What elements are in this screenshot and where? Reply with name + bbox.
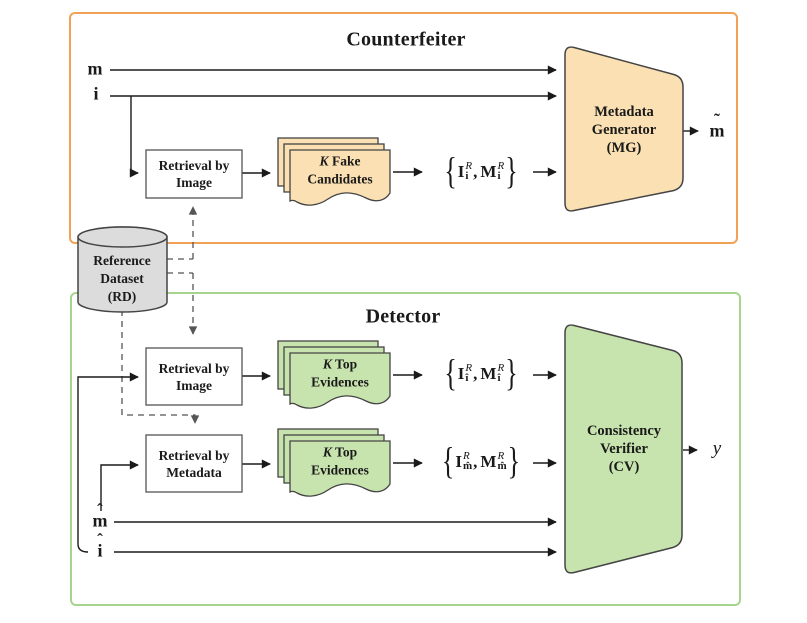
reference-dataset-label: Reference Dataset (RD)	[93, 252, 150, 306]
sheet-front	[289, 440, 391, 497]
i-hat-branch-line	[77, 372, 139, 553]
label-line1: Retrieval by	[158, 158, 230, 173]
label-line1: Retrieval by	[158, 361, 230, 376]
top-evidences-metadata-stack	[277, 428, 391, 497]
output-y-label: y	[712, 438, 722, 459]
detector-retrieval-by-image-box	[145, 347, 243, 406]
output-m-tilde-label: ˜m	[709, 110, 725, 141]
metadata-generator-shape	[564, 46, 684, 212]
top-evidences-metadata-sheets	[277, 428, 391, 497]
open-brace: {	[444, 352, 457, 395]
label-line1: Consistency	[586, 423, 662, 439]
consistency-verifier-label: Consistency Verifier (CV)	[587, 422, 661, 476]
detector-frame	[70, 292, 741, 606]
detector-retrieval-by-image-label: Retrieval by Image	[159, 360, 230, 394]
close-brace: }	[507, 440, 521, 483]
label-line2: Evidences	[311, 374, 369, 389]
close-brace: }	[505, 352, 518, 395]
label-line1: Retrieval by	[158, 448, 230, 463]
label-line2: Image	[175, 378, 212, 393]
detector-retrieval-by-metadata-label: Retrieval by Metadata	[159, 447, 230, 481]
rd-to-metadata-retrieval-arrow	[121, 310, 200, 424]
label-line1: K Fake	[319, 153, 361, 169]
label-line2: Image	[175, 175, 212, 190]
input-i-label: i	[93, 83, 99, 104]
sheet-front	[289, 352, 391, 409]
reference-dataset-cylinder	[77, 226, 168, 313]
hat-accent: ˆ	[97, 500, 103, 520]
input-m-label: m	[87, 58, 103, 79]
label-line3: (MG)	[606, 140, 642, 156]
detector-title: Detector	[365, 305, 441, 328]
label-line2: Dataset	[100, 271, 144, 286]
fake-candidates-sheets	[277, 137, 391, 206]
consistency-verifier-shape	[564, 324, 683, 574]
label-line1: K Top	[322, 356, 358, 372]
k-symbol: K	[322, 444, 332, 460]
label-line2: Metadata	[166, 465, 222, 480]
hat-accent: ˆ	[97, 530, 103, 550]
top-evidences-metadata-label: K Top Evidences	[311, 444, 369, 479]
top-evidences-image-label: K Top Evidences	[311, 356, 369, 391]
reference-dataset-connectors	[121, 206, 200, 424]
fake-candidates-label: K Fake Candidates	[307, 153, 372, 188]
counterfeiter-retrieval-by-image-box	[145, 149, 243, 199]
cylinder-top	[77, 226, 168, 248]
label-line2: Generator	[591, 122, 657, 138]
label-line2: Verifier	[600, 441, 648, 457]
metadata-generator-label: Metadata Generator (MG)	[592, 103, 656, 157]
top-evidences-image-sheets	[277, 340, 391, 409]
tilde-accent: ˜	[714, 110, 720, 130]
m-hat-branch-line	[100, 460, 139, 511]
counterfeiter-frame	[69, 12, 738, 244]
fake-candidates-stack	[277, 137, 391, 206]
sheet-front	[289, 149, 391, 206]
label-line1: Reference	[93, 253, 151, 268]
counterfeiter-retrieval-by-image-label: Retrieval by Image	[159, 157, 230, 191]
label-line1: Metadata	[594, 104, 654, 120]
label-line3: (RD)	[107, 289, 137, 304]
open-brace: {	[444, 150, 457, 193]
k-symbol: K	[322, 356, 332, 372]
label-line2: Evidences	[311, 462, 369, 477]
top-evidences-image-stack	[277, 340, 391, 409]
i-branch-line	[129, 96, 139, 178]
label-line3: (CV)	[608, 459, 640, 475]
counterfeiter-title: Counterfeiter	[346, 28, 466, 51]
detector-retrieval-by-metadata-box	[145, 434, 243, 493]
k-symbol: K	[319, 153, 329, 169]
label-line1: K Top	[322, 444, 358, 460]
close-brace: }	[505, 150, 518, 193]
open-brace: {	[441, 440, 455, 483]
label-line2: Candidates	[307, 171, 373, 186]
retrieval-boxes	[145, 149, 243, 493]
signal-lines	[77, 65, 699, 557]
